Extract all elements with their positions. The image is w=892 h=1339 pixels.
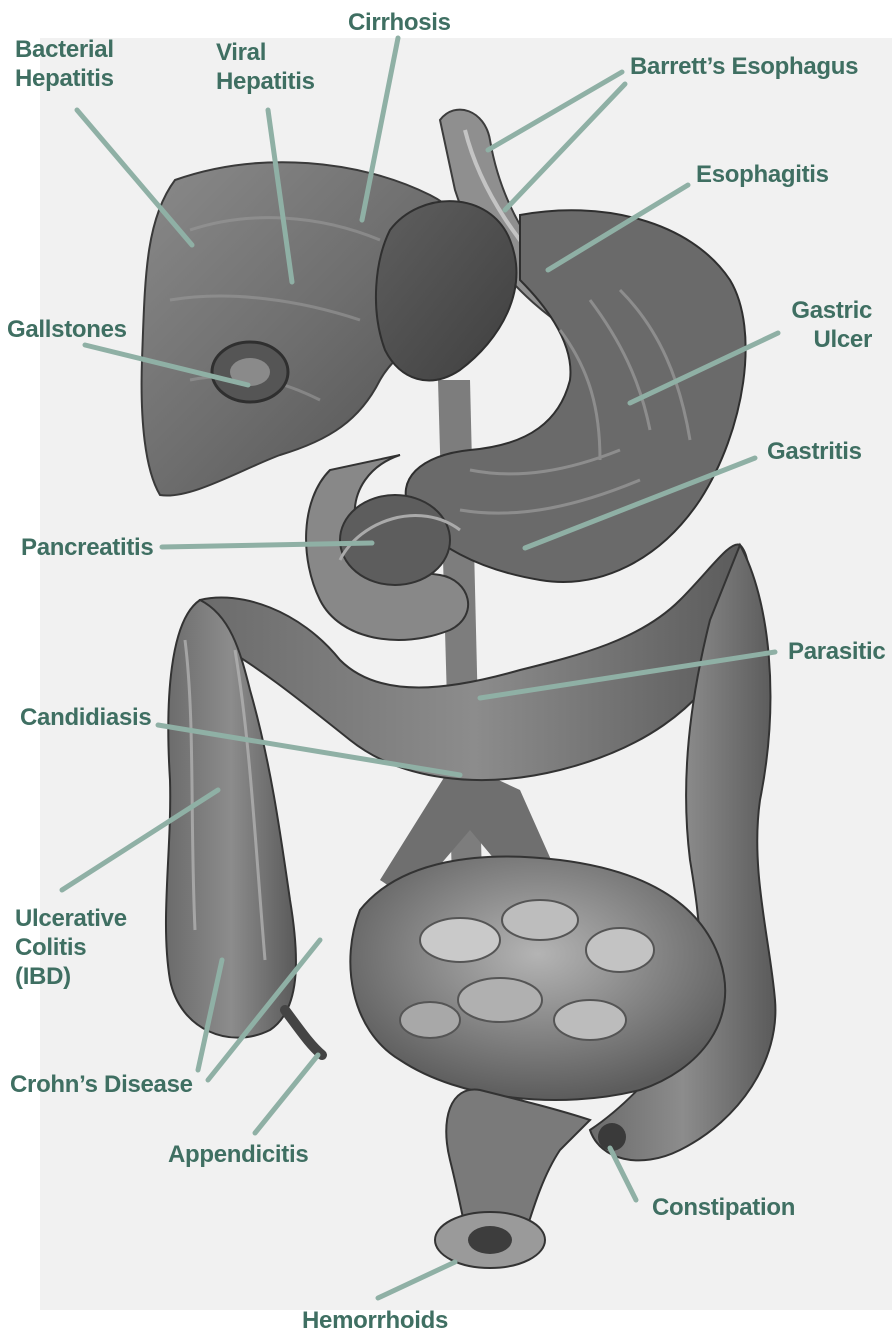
label-crohns-disease: Crohn’s Disease <box>10 1070 193 1099</box>
label-gallstones: Gallstones <box>7 315 127 344</box>
label-ulcerative-colitis: Ulcerative Colitis (IBD) <box>15 904 127 991</box>
label-viral-hepatitis-line2: Hepatitis <box>216 67 315 96</box>
label-esophagitis: Esophagitis <box>696 160 829 189</box>
label-constipation: Constipation <box>652 1193 795 1222</box>
label-cirrhosis: Cirrhosis <box>348 8 451 37</box>
label-gastritis: Gastritis <box>767 437 862 466</box>
label-gastric-ulcer: Gastric Ulcer <box>790 296 872 354</box>
label-candidiasis: Candidiasis <box>20 703 151 732</box>
label-bacterial-hepatitis: Bacterial Hepatitis <box>15 35 114 93</box>
label-hemorrhoids: Hemorrhoids <box>302 1306 448 1335</box>
label-ulcerative-colitis-line3: (IBD) <box>15 962 127 991</box>
label-viral-hepatitis: Viral Hepatitis <box>216 38 315 96</box>
label-bacterial-hepatitis-line1: Bacterial <box>15 35 114 64</box>
label-appendicitis: Appendicitis <box>168 1140 308 1169</box>
label-parasitic: Parasitic <box>788 637 885 666</box>
label-viral-hepatitis-line1: Viral <box>216 38 315 67</box>
label-barretts-esophagus: Barrett’s Esophagus <box>630 52 858 81</box>
label-gastric-ulcer-line2: Ulcer <box>790 325 872 354</box>
label-bacterial-hepatitis-line2: Hepatitis <box>15 64 114 93</box>
label-ulcerative-colitis-line2: Colitis <box>15 933 127 962</box>
label-gastric-ulcer-line1: Gastric <box>790 296 872 325</box>
label-pancreatitis: Pancreatitis <box>21 533 153 562</box>
label-ulcerative-colitis-line1: Ulcerative <box>15 904 127 933</box>
